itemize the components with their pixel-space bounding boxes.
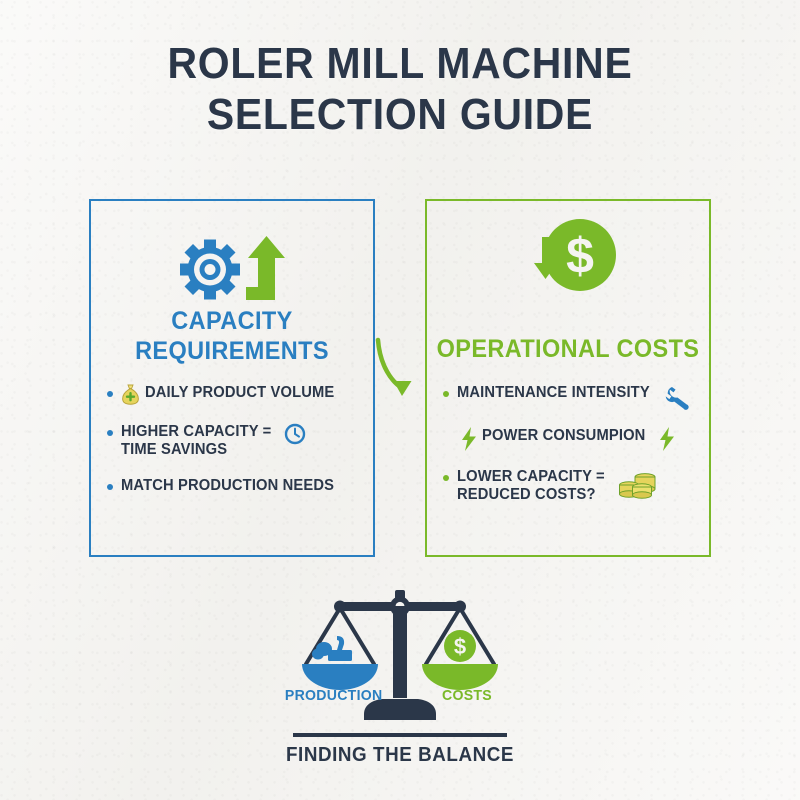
panel-heading-line-1: CAPACITY xyxy=(171,307,293,335)
list-item: DAILY PRODUCT VOLUME xyxy=(107,384,361,406)
footer-caption: FINDING THE BALANCE xyxy=(286,744,514,766)
panel-heading-line-2: REQUIREMENTS xyxy=(135,336,329,365)
title-line-1: ROLER MILL MACHINE xyxy=(167,39,633,88)
svg-text:$: $ xyxy=(454,634,466,659)
bullet-label: MATCH PRODUCTION NEEDS xyxy=(121,476,335,494)
panel-heading-line-1: OPERATIONAL COSTS xyxy=(436,335,700,363)
list-item: MAINTENANCE INTENSITY xyxy=(443,384,697,410)
coins-stack-icon xyxy=(618,468,658,500)
balance-scale-icon: $ xyxy=(280,588,520,728)
balance-left-label: PRODUCTION xyxy=(284,687,383,704)
panel-operational-costs: $ OPERATIONAL COSTS MAINTENANCE INTENSIT… xyxy=(425,199,711,557)
bullet-dot xyxy=(443,475,449,481)
bullet-dot xyxy=(443,391,449,397)
bullet-list-capacity: DAILY PRODUCT VOLUME HIGHER CAPACITY = T… xyxy=(107,384,361,516)
gear-up-arrow-icon xyxy=(91,215,373,327)
svg-text:$: $ xyxy=(566,228,594,284)
bullet-label: DAILY PRODUCT VOLUME xyxy=(145,384,335,401)
bullet-dot xyxy=(107,483,113,490)
list-item: MATCH PRODUCTION NEEDS xyxy=(107,477,361,499)
bullet-label: MAINTENANCE INTENSITY xyxy=(457,384,650,401)
bullet-dot xyxy=(107,391,113,397)
bullet-dot xyxy=(107,430,113,436)
page-title: ROLER MILL MACHINE SELECTION GUIDE xyxy=(0,38,800,140)
bullet-label: HIGHER CAPACITY = TIME SAVINGS xyxy=(121,423,272,459)
list-item: POWER CONSUMPION xyxy=(443,427,697,451)
footer-divider xyxy=(293,733,507,737)
bullet-label: POWER CONSUMPION xyxy=(482,427,646,444)
panel-capacity-requirements: CAPACITY REQUIREMENTS DAILY PRODUCT VOLU… xyxy=(89,199,375,557)
panel-heading-capacity: CAPACITY REQUIREMENTS xyxy=(99,307,364,366)
lightning-bolt-icon xyxy=(659,427,675,451)
clock-icon xyxy=(284,423,306,445)
bullet-label: LOWER CAPACITY = REDUCED COSTS? xyxy=(457,468,605,504)
wrench-icon xyxy=(665,384,691,410)
bullet-list-operational-costs: MAINTENANCE INTENSITY POWER CONSUMPION xyxy=(443,384,697,522)
panel-heading-operational-costs: OPERATIONAL COSTS xyxy=(435,335,700,365)
list-item: LOWER CAPACITY = REDUCED COSTS? xyxy=(443,468,697,505)
lightning-bolt-icon xyxy=(461,427,477,451)
money-bag-icon xyxy=(121,384,140,405)
list-item: HIGHER CAPACITY = TIME SAVINGS xyxy=(107,423,361,460)
balance-right-label: COSTS xyxy=(442,687,492,704)
curved-arrow-down-right-icon xyxy=(372,334,428,406)
dollar-circle-down-arrow-icon: $ xyxy=(427,215,709,327)
title-line-2: SELECTION GUIDE xyxy=(206,90,594,140)
